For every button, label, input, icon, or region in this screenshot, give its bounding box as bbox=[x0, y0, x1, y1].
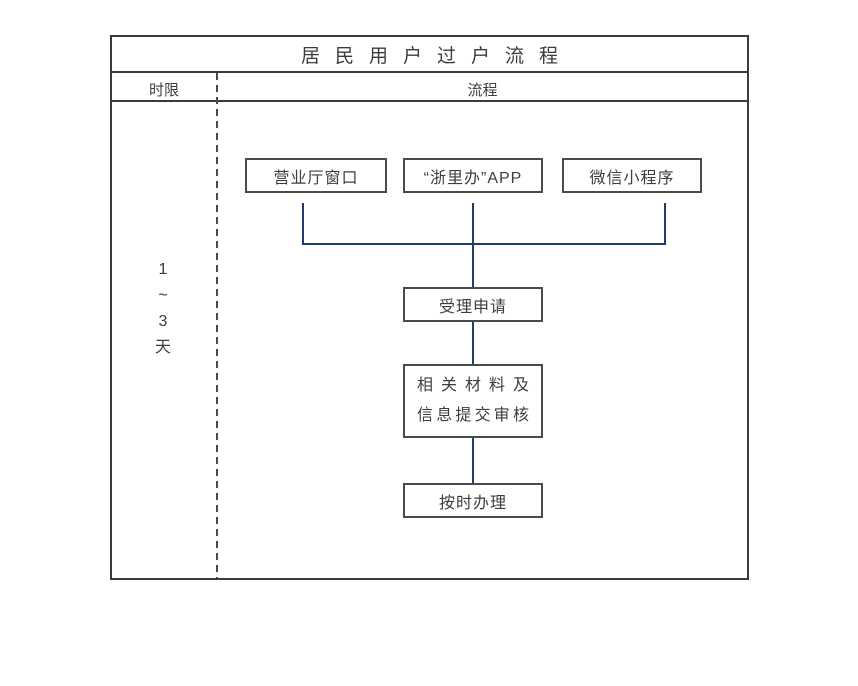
time-limit-line: 1 bbox=[158, 261, 168, 278]
step-node-process-on-time: 按时办理 bbox=[403, 483, 543, 518]
step-label-line2: 信息提交审核 bbox=[417, 407, 529, 424]
title-row-divider bbox=[112, 71, 747, 73]
connector-channel2-down bbox=[472, 203, 474, 287]
time-limit-line: 天 bbox=[154, 339, 171, 356]
step-label-multiline: 相关材料及 信息提交审核 bbox=[417, 371, 529, 431]
time-limit-line: ~ bbox=[158, 287, 168, 304]
channel-label: 营业厅窗口 bbox=[273, 169, 359, 187]
channel-node-hall-window: 营业厅窗口 bbox=[245, 158, 387, 193]
step-label: 受理申请 bbox=[438, 298, 507, 316]
step-label: 按时办理 bbox=[438, 494, 507, 512]
table-frame bbox=[110, 35, 749, 580]
connector-channel3-down bbox=[664, 203, 666, 245]
step-label-line1: 相关材料及 bbox=[417, 377, 529, 394]
connector-merge-bar bbox=[302, 243, 666, 245]
time-column-header: 时限 bbox=[148, 82, 179, 99]
channel-label: “浙里办”APP bbox=[423, 169, 523, 187]
step-node-accept-application: 受理申请 bbox=[403, 287, 543, 322]
step-node-materials-review: 相关材料及 信息提交审核 bbox=[403, 364, 543, 438]
flow-column-header: 流程 bbox=[467, 82, 498, 99]
connector-channel1-down bbox=[302, 203, 304, 245]
header-row-divider bbox=[112, 100, 747, 102]
column-divider-dashed bbox=[216, 73, 218, 578]
time-limit-value: 1 ~ 3 天 bbox=[110, 257, 216, 361]
connector-step1-step2 bbox=[472, 322, 474, 364]
channel-label: 微信小程序 bbox=[589, 169, 675, 187]
channel-node-zheliban-app: “浙里办”APP bbox=[403, 158, 543, 193]
page-title: 居民用户过户流程 bbox=[300, 46, 573, 67]
connector-step2-step3 bbox=[472, 438, 474, 483]
time-limit-line: 3 bbox=[158, 313, 168, 330]
channel-node-wechat-miniprogram: 微信小程序 bbox=[562, 158, 702, 193]
